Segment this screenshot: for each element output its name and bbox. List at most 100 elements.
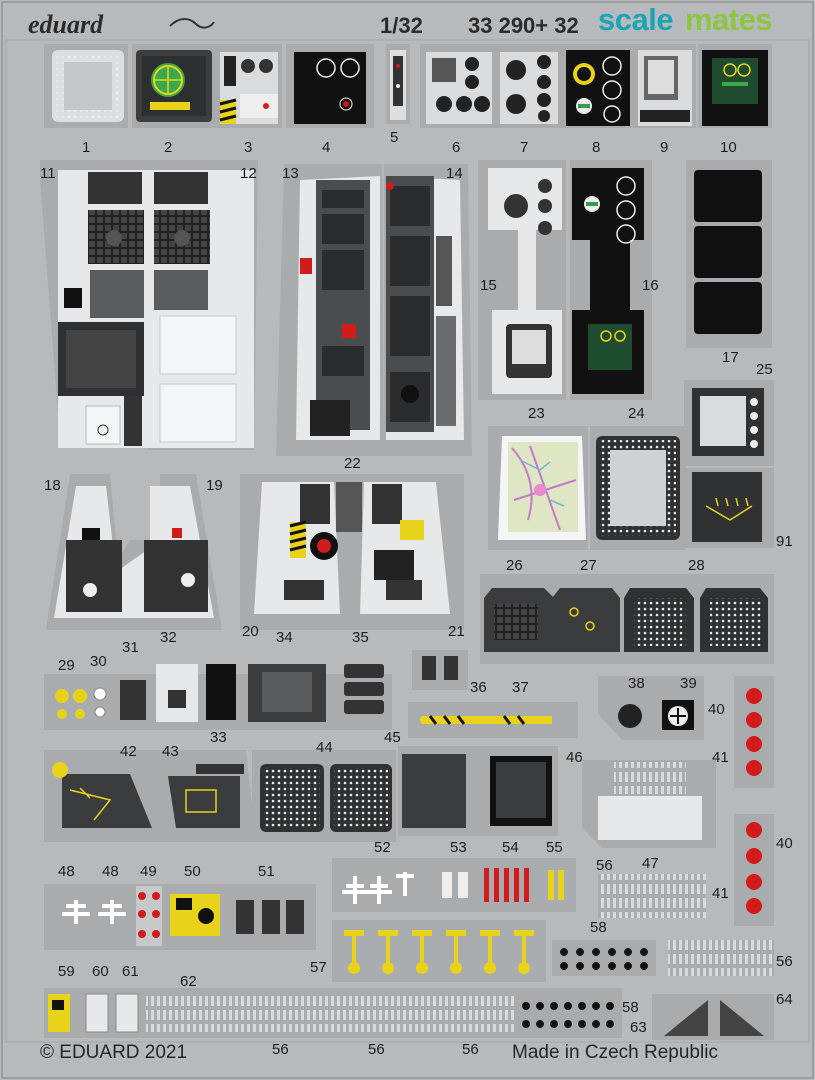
scale-label: 1/32 (380, 13, 423, 38)
part-number: 11 (40, 165, 56, 182)
part-number: 18 (44, 477, 61, 494)
part-56-strip-a (598, 874, 706, 918)
part-15-16-panel (478, 160, 652, 400)
part-number: 10 (720, 139, 737, 156)
part-number: 31 (122, 639, 139, 656)
part-number: 56 (272, 1041, 289, 1058)
part-number: 4 (322, 139, 331, 156)
part-number: 2 (164, 139, 173, 156)
part-number: 44 (316, 739, 333, 756)
part-number: 49 (140, 863, 157, 880)
part-number: 48 (102, 863, 119, 880)
part-number: 27 (580, 557, 597, 574)
part-9-panel (634, 44, 696, 128)
part-number: 62 (180, 973, 197, 990)
part-number: 55 (546, 839, 563, 856)
part-number: 41 (712, 749, 729, 766)
part-number: 15 (480, 277, 497, 294)
part-8-instrument-panel (562, 44, 634, 128)
part-number: 26 (506, 557, 523, 574)
part-47-tray (582, 760, 716, 848)
part-1-mfd (44, 44, 128, 128)
part-number: 28 (688, 557, 705, 574)
part-number: 59 (58, 963, 75, 980)
part-number: 50 (184, 863, 201, 880)
part-number: 12 (240, 165, 257, 182)
brand-logo-text: eduard (28, 10, 104, 39)
part-number: 6 (452, 139, 461, 156)
part-number: 7 (520, 139, 529, 156)
part-number: 58 (590, 919, 607, 936)
part-36-37 (408, 650, 578, 738)
part-40-41-lamps-bottom (734, 814, 774, 926)
part-number: 37 (512, 679, 529, 696)
part-56-strip-b (668, 940, 774, 976)
part-42-43-panels (44, 750, 256, 842)
part-11-12-side-console (40, 160, 258, 450)
part-number: 56 (462, 1041, 479, 1058)
part-4-instrument (286, 44, 374, 128)
part-5-strip (386, 44, 410, 124)
part-25-display (684, 380, 774, 466)
part-6-panel (420, 44, 496, 128)
part-number: 9 (660, 139, 669, 156)
part-number: 29 (58, 657, 75, 674)
part-number: 13 (282, 165, 299, 182)
part-number: 91 (776, 533, 793, 550)
part-number: 1 (82, 139, 91, 156)
watermark-scale: scale (598, 2, 674, 37)
part-number: 21 (448, 623, 465, 640)
part-number: 58 (622, 999, 639, 1016)
part-64 (652, 994, 774, 1040)
part-number: 33 (210, 729, 227, 746)
part-number: 48 (58, 863, 75, 880)
part-number: 30 (90, 653, 107, 670)
part-number: 43 (162, 743, 179, 760)
part-number: 20 (242, 623, 259, 640)
part-number: 41 (712, 885, 729, 902)
part-10-panel (698, 44, 772, 128)
part-40-41-lamps-top (734, 676, 774, 788)
part-number: 23 (528, 405, 545, 422)
part-number: 35 (352, 629, 369, 646)
part-number: 47 (642, 855, 659, 872)
part-number: 64 (776, 991, 793, 1008)
part-number: 8 (592, 139, 601, 156)
part-52-55-row (332, 858, 576, 912)
part-number: 5 (390, 129, 399, 146)
product-code: 33 290+ 32 (468, 13, 579, 38)
part-44-46-displays (252, 746, 558, 842)
part-58-switches (552, 940, 656, 976)
part-3-panel (216, 44, 282, 128)
part-number: 45 (384, 729, 401, 746)
part-number: 39 (680, 675, 697, 692)
part-number: 52 (374, 839, 391, 856)
part-number: 36 (470, 679, 487, 696)
part-number: 53 (450, 839, 467, 856)
part-59-63-bottom-row (44, 988, 622, 1038)
part-number: 56 (596, 857, 613, 874)
part-number: 24 (628, 405, 645, 422)
part-38-39 (598, 676, 704, 740)
part-number: 61 (122, 963, 139, 980)
part-number: 3 (244, 139, 253, 156)
part-number: 42 (120, 743, 137, 760)
watermark-mates: mates (685, 2, 773, 37)
part-number: 16 (642, 277, 659, 294)
part-7-panel (496, 44, 562, 128)
part-57-row (332, 920, 546, 982)
part-number: 40 (708, 701, 725, 718)
part-number: 25 (756, 361, 773, 378)
part-number: 46 (566, 749, 583, 766)
part-number: 17 (722, 349, 739, 366)
part-number: 63 (630, 1019, 647, 1036)
part-number: 56 (368, 1041, 385, 1058)
logo-swoosh (169, 18, 215, 29)
part-number: 54 (502, 839, 519, 856)
part-number: 38 (628, 675, 645, 692)
part-number: 22 (344, 455, 361, 472)
part-26-28-displays (480, 574, 774, 664)
part-48-51-row (44, 884, 316, 950)
